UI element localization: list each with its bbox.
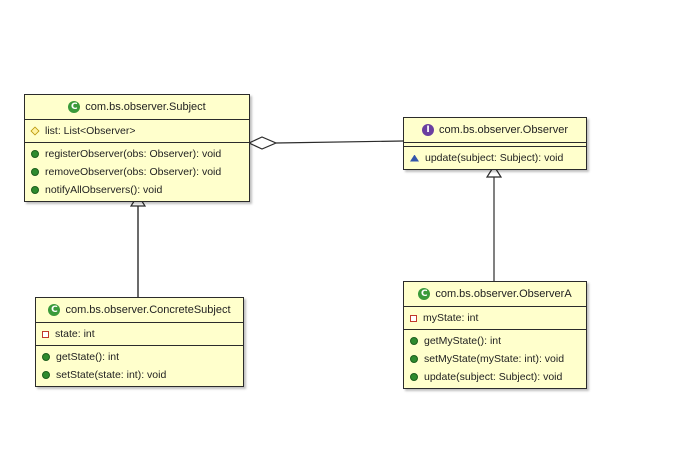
class-header: C com.bs.observer.Subject <box>25 95 249 120</box>
attribute-row: myState: int <box>404 309 586 327</box>
operation-row: setMyState(myState: int): void <box>404 350 586 368</box>
class-name: com.bs.observer.ObserverA <box>435 288 572 300</box>
attribute-text: list: List<Observer> <box>45 125 136 137</box>
operations-compartment: getMyState(): int setMyState(myState: in… <box>404 330 586 388</box>
realization-arrowhead <box>485 164 503 178</box>
operation-row: update(subject: Subject): void <box>404 368 586 386</box>
attributes-compartment: state: int <box>36 323 243 346</box>
operation-row: registerObserver(obs: Observer): void <box>25 145 249 163</box>
operations-compartment: update(subject: Subject): void <box>404 147 586 169</box>
aggregation-diamond <box>247 136 278 150</box>
operation-text: update(subject: Subject): void <box>425 152 564 164</box>
operations-compartment: registerObserver(obs: Observer): void re… <box>25 143 249 201</box>
package-visibility-icon <box>410 154 419 162</box>
class-icon: C <box>48 304 61 316</box>
operation-text: update(subject: Subject): void <box>424 371 563 383</box>
protected-visibility-icon <box>30 126 40 136</box>
operation-text: removeObserver(obs: Observer): void <box>45 166 222 178</box>
attribute-row: state: int <box>36 325 243 343</box>
attribute-text: myState: int <box>423 312 479 324</box>
interface-icon: I <box>422 124 434 136</box>
attributes-compartment <box>404 143 586 147</box>
operation-row: getMyState(): int <box>404 332 586 350</box>
operation-text: setState(state: int): void <box>56 369 167 381</box>
class-header: C com.bs.observer.ObserverA <box>404 282 586 307</box>
operations-compartment: getState(): int setState(state: int): vo… <box>36 346 243 386</box>
attribute-text: state: int <box>55 328 95 340</box>
operation-row: notifyAllObservers(): void <box>25 181 249 199</box>
operation-text: registerObserver(obs: Observer): void <box>45 148 222 160</box>
class-header: C com.bs.observer.ConcreteSubject <box>36 298 243 323</box>
operation-text: notifyAllObservers(): void <box>45 184 163 196</box>
class-name: com.bs.observer.Subject <box>85 101 206 113</box>
public-visibility-icon <box>31 186 39 194</box>
class-header: I com.bs.observer.Observer <box>404 118 586 143</box>
operation-row: update(subject: Subject): void <box>404 149 586 167</box>
operation-row: removeObserver(obs: Observer): void <box>25 163 249 181</box>
class-icon: C <box>418 288 431 300</box>
class-name: com.bs.observer.ConcreteSubject <box>65 304 231 316</box>
private-visibility-icon <box>410 314 417 322</box>
public-visibility-icon <box>42 353 50 361</box>
attributes-compartment: list: List<Observer> <box>25 120 249 143</box>
public-visibility-icon <box>410 373 418 381</box>
public-visibility-icon <box>410 355 418 363</box>
public-visibility-icon <box>31 168 39 176</box>
attribute-row: list: List<Observer> <box>25 122 249 140</box>
class-icon: C <box>68 101 81 113</box>
class-concrete-subject[interactable]: C com.bs.observer.ConcreteSubject state:… <box>35 297 244 387</box>
private-visibility-icon <box>42 330 49 338</box>
operation-text: getState(): int <box>56 351 120 363</box>
public-visibility-icon <box>31 150 39 158</box>
class-name: com.bs.observer.Observer <box>439 124 568 136</box>
operation-text: setMyState(myState: int): void <box>424 353 565 365</box>
operation-row: getState(): int <box>36 348 243 366</box>
operation-row: setState(state: int): void <box>36 366 243 384</box>
public-visibility-icon <box>410 337 418 345</box>
public-visibility-icon <box>42 371 50 379</box>
class-subject[interactable]: C com.bs.observer.Subject list: List<Obs… <box>24 94 250 202</box>
operation-text: getMyState(): int <box>424 335 502 347</box>
interface-observer[interactable]: I com.bs.observer.Observer update(subjec… <box>403 117 587 170</box>
class-observer-a[interactable]: C com.bs.observer.ObserverA myState: int… <box>403 281 587 389</box>
attributes-compartment: myState: int <box>404 307 586 330</box>
aggregation-line <box>275 140 404 144</box>
